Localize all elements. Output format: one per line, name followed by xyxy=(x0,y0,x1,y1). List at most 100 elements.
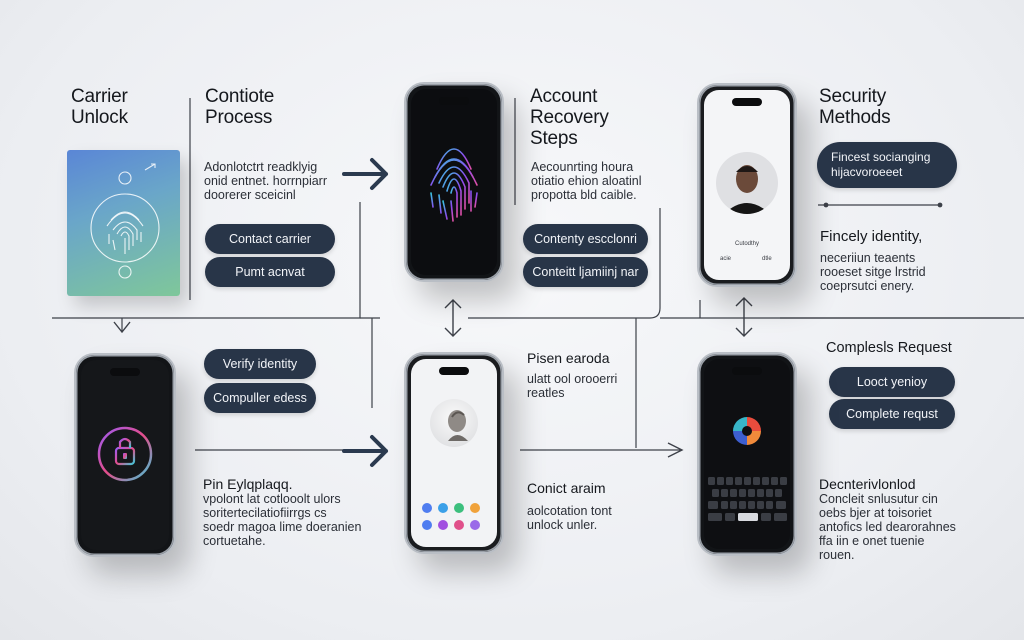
security-methods-title: Security Methods xyxy=(819,86,890,128)
description-line: aolcotation tont xyxy=(527,504,612,518)
description-line: onid entnet. horrnpiarr xyxy=(204,174,327,188)
pill-line: Fincest socianging xyxy=(831,150,930,165)
description-line: unlock unler. xyxy=(527,518,612,532)
avatar xyxy=(716,152,778,214)
double-arrow-icon xyxy=(736,298,752,336)
description-line: Adonlotctrt readklyig xyxy=(204,160,327,174)
col2-description: Adonlotctrt readklyig onid entnet. horrn… xyxy=(204,160,327,202)
title-line: Steps xyxy=(530,128,609,149)
process-title: Contiote Process xyxy=(205,86,274,128)
security-method-pill[interactable]: Fincest socianging hijacvoroeeet xyxy=(817,142,957,188)
profile-right-label[interactable]: dtle xyxy=(762,256,772,262)
phone-notch xyxy=(439,367,469,375)
double-arrow-icon xyxy=(445,300,461,336)
avatar xyxy=(430,399,478,447)
pin-dot xyxy=(438,503,448,513)
compuller-edess-button[interactable]: Compuller edess xyxy=(204,383,316,413)
dot-marker-1 xyxy=(824,203,829,208)
phone-notch xyxy=(732,367,762,375)
col4-sub1: Fincely identity, neceriiun teaents rooe… xyxy=(820,229,926,293)
phone-profile: Cutodthy acie dtle xyxy=(697,83,797,287)
verify-identity-button[interactable]: Verify identity xyxy=(204,349,316,379)
pill-line: hijacvoroeeet xyxy=(831,165,902,180)
phone-notch xyxy=(732,98,762,106)
dot-marker-2 xyxy=(938,203,943,208)
phone-screen xyxy=(411,89,497,275)
avatar-icon xyxy=(716,152,778,214)
col4-sub3: Decnterivlonlod Concleit snlusutur cin o… xyxy=(819,476,956,562)
pin-dot xyxy=(422,520,432,530)
description-line: soritertecilatiofiirrgs cs xyxy=(203,506,361,520)
description-line: cortuetahe. xyxy=(203,534,361,548)
col1-description: Pin Eylqplaqq. vpolont lat cotlooolt ulo… xyxy=(203,476,361,548)
conteitt-button[interactable]: Conteitt ljamiinj nar xyxy=(523,257,648,287)
carrier-unlock-title: Carrier Unlock xyxy=(71,86,128,128)
description-line: doorerer sceicinl xyxy=(204,188,327,202)
title-line: Carrier xyxy=(71,86,128,107)
col3-sub1: Pisen earoda ulatt ool orooerri reatles xyxy=(527,350,617,400)
title-line: Unlock xyxy=(71,107,128,128)
pin-dots xyxy=(411,359,497,547)
pin-dot xyxy=(470,520,480,530)
phone-fingerprint xyxy=(404,82,504,282)
description-line: vpolont lat cotlooolt ulors xyxy=(203,492,361,506)
title-line: Process xyxy=(205,107,274,128)
phone-lock xyxy=(74,353,176,557)
expand-arrow-icon xyxy=(145,164,155,170)
pin-dot xyxy=(454,503,464,513)
account-recovery-title: Account Recovery Steps xyxy=(530,86,609,149)
col3-sub2: Conict araim aolcotation tont unlock unl… xyxy=(527,480,612,532)
fingerprint-icon xyxy=(411,89,497,275)
description-line: oebs bjer at toisoriet xyxy=(819,506,956,520)
description-line: rooeset sitge lrstrid xyxy=(820,265,926,279)
phone-screen xyxy=(411,359,497,547)
lock-icon xyxy=(81,360,169,550)
complete-request-heading: Complesls Request xyxy=(826,340,952,356)
complete-request-button[interactable]: Complete requst xyxy=(829,399,955,429)
pumt-acnvat-button[interactable]: Pumt acnvat xyxy=(205,257,335,287)
keyboard-icon xyxy=(704,359,790,549)
sub-heading: Conict araim xyxy=(527,480,612,496)
phone-screen xyxy=(704,359,790,549)
phone-face-pin xyxy=(404,352,504,554)
pin-dot xyxy=(422,503,432,513)
phone-screen xyxy=(81,360,169,550)
pin-dot xyxy=(470,503,480,513)
phone-screen: Cutodthy acie dtle xyxy=(704,90,790,280)
sub-heading: Decnterivlonlod xyxy=(819,476,956,492)
sub-heading: Pisen earoda xyxy=(527,350,617,366)
description-line: Concleit snlusutur cin xyxy=(819,492,956,506)
sub-heading: Fincely identity, xyxy=(820,229,926,245)
description-line: reatles xyxy=(527,386,617,400)
profile-left-label[interactable]: acie xyxy=(720,256,731,262)
fingerprint-card xyxy=(67,150,180,296)
description-line: antofics led dearorahnes xyxy=(819,520,956,534)
profile-name: Cutodthy xyxy=(704,241,790,247)
phone-notch xyxy=(110,368,140,376)
description-line: coeprsutci enery. xyxy=(820,279,926,293)
description-line: ulatt ool orooerri xyxy=(527,372,617,386)
description-line: Aecounrting houra xyxy=(531,160,642,174)
col3-description: Aecounrting houra otiatio ehion aloatinl… xyxy=(531,160,642,202)
phone-notch xyxy=(439,97,469,105)
description-line: rouen. xyxy=(819,548,956,562)
title-line: Methods xyxy=(819,107,890,128)
description-line: ffa iin e onet tuenie xyxy=(819,534,956,548)
logo-icon xyxy=(733,417,761,445)
title-line: Security xyxy=(819,86,890,107)
contenty-button[interactable]: Contenty escclonri xyxy=(523,224,648,254)
description-heading: Pin Eylqplaqq. xyxy=(203,476,361,492)
description-line: otiatio ehion aloatinl xyxy=(531,174,642,188)
title-line: Recovery xyxy=(530,107,609,128)
avatar-icon xyxy=(430,399,478,447)
pin-dot xyxy=(454,520,464,530)
pin-dot xyxy=(438,520,448,530)
arrow-right-icon xyxy=(344,160,386,188)
description-line: propotta bld caible. xyxy=(531,188,642,202)
looct-yenioy-button[interactable]: Looct yenioy xyxy=(829,367,955,397)
description-line: neceriiun teaents xyxy=(820,251,926,265)
contact-carrier-button[interactable]: Contact carrier xyxy=(205,224,335,254)
description-line: soedr magoa lime doeranien xyxy=(203,520,361,534)
fingerprint-icon xyxy=(67,150,180,296)
arrow-right-icon xyxy=(344,437,386,465)
